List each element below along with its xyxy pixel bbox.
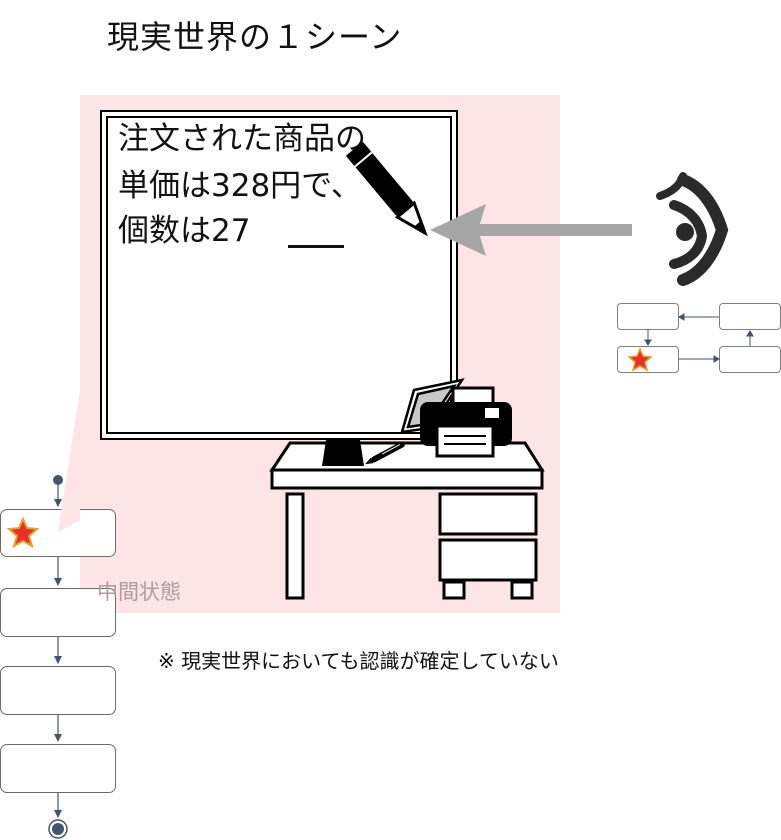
mini-state-top-right xyxy=(719,303,781,330)
whiteboard xyxy=(100,110,458,440)
blank-underline xyxy=(288,245,344,248)
state-box-4 xyxy=(0,744,116,793)
mini-state-top-left xyxy=(617,303,679,330)
board-text-line-1: 注文された商品の xyxy=(118,121,366,157)
whiteboard-inner-frame xyxy=(106,116,452,434)
eye-icon xyxy=(656,172,729,286)
note-text: ※ 現実世界においても認識が確定していない xyxy=(158,649,559,673)
mini-state-bottom-left xyxy=(617,346,679,373)
page-title: 現実世界の１シーン xyxy=(107,18,403,56)
mini-state-bottom-right xyxy=(719,346,781,373)
board-text-line-2: 単価は328円で、 xyxy=(118,168,362,204)
flow-start-node xyxy=(53,475,63,485)
board-text-line-3: 個数は27 xyxy=(118,213,251,249)
state-box-2 xyxy=(0,588,116,637)
flow-end-node xyxy=(48,819,68,839)
intermediate-state-label: 中間状態 xyxy=(97,580,181,604)
state-box-3 xyxy=(0,666,116,715)
state-box-current xyxy=(0,509,116,557)
